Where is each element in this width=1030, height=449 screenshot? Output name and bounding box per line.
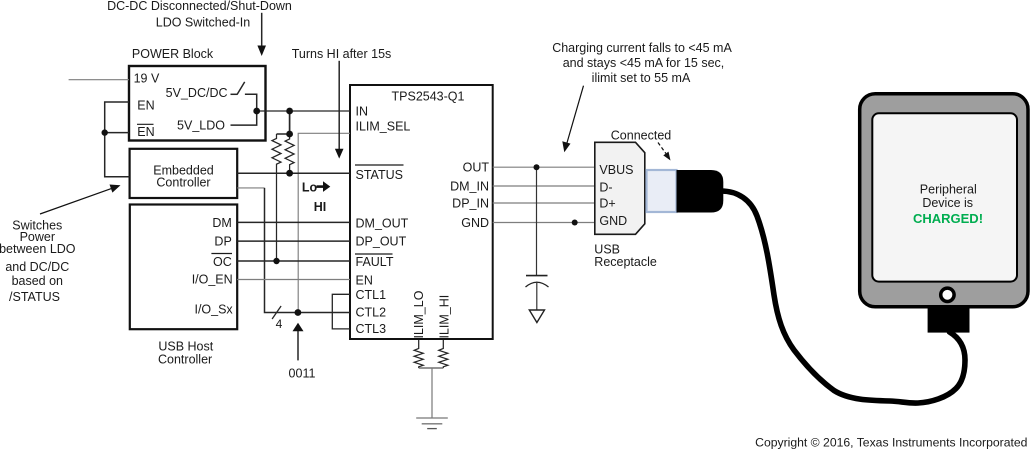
svg-text:DM: DM	[212, 216, 231, 230]
svg-text:TPS2543-Q1: TPS2543-Q1	[392, 90, 465, 104]
svg-text:CTL2: CTL2	[356, 306, 387, 320]
svg-text:I/O_EN: I/O_EN	[192, 273, 233, 287]
svg-text:and stays <45 mA for 15 sec,: and stays <45 mA for 15 sec,	[563, 56, 725, 70]
svg-text:CTL3: CTL3	[356, 322, 387, 336]
svg-text:Lo: Lo	[302, 180, 318, 194]
svg-text:FAULT: FAULT	[356, 255, 394, 269]
svg-text:Switches: Switches	[12, 219, 62, 233]
svg-text:HI: HI	[314, 200, 327, 214]
svg-text:D+: D+	[599, 196, 615, 210]
svg-text:Connected: Connected	[611, 129, 672, 143]
svg-text:based on: based on	[12, 274, 63, 288]
svg-text:OUT: OUT	[463, 161, 490, 175]
svg-text:5V_LDO: 5V_LDO	[177, 119, 225, 133]
svg-text:ILIM_SEL: ILIM_SEL	[356, 120, 411, 134]
svg-text:USB: USB	[594, 243, 620, 257]
svg-text:ilimit set to 55 mA: ilimit set to 55 mA	[592, 71, 691, 85]
svg-text:5V_DC/DC: 5V_DC/DC	[166, 86, 228, 100]
svg-text:Controller: Controller	[156, 176, 210, 190]
svg-text:Receptacle: Receptacle	[594, 255, 657, 269]
svg-text:between LDO: between LDO	[0, 242, 76, 256]
svg-text:Controller: Controller	[158, 352, 212, 366]
svg-text:USB Host: USB Host	[158, 339, 213, 353]
svg-text:ILIM_LO: ILIM_LO	[412, 290, 426, 338]
svg-text:CTL1: CTL1	[356, 288, 387, 302]
svg-text:GND: GND	[461, 216, 489, 230]
svg-text:Embedded: Embedded	[153, 164, 214, 178]
svg-text:4: 4	[276, 317, 283, 331]
svg-text:DP_IN: DP_IN	[452, 197, 489, 211]
svg-text:Power: Power	[20, 230, 55, 244]
svg-text:DP_OUT: DP_OUT	[356, 235, 407, 249]
svg-text:DM_OUT: DM_OUT	[356, 217, 409, 231]
svg-text:Charging current falls to <45: Charging current falls to <45 mA	[552, 41, 732, 55]
svg-text:D-: D-	[599, 180, 612, 194]
svg-text:CHARGED!: CHARGED!	[913, 211, 983, 226]
svg-text:Peripheral: Peripheral	[920, 182, 977, 196]
svg-text:EN: EN	[137, 99, 154, 113]
svg-text:EN: EN	[137, 125, 154, 139]
svg-text:and DC/DC: and DC/DC	[5, 260, 69, 274]
svg-text:IN: IN	[356, 105, 369, 119]
svg-text:LDO Switched-In: LDO Switched-In	[156, 16, 251, 30]
svg-text:0011: 0011	[289, 367, 316, 381]
svg-text:Copyright © 2016, Texas Instru: Copyright © 2016, Texas Instruments Inco…	[755, 435, 1027, 449]
svg-text:Turns HI after 15s: Turns HI after 15s	[292, 47, 392, 61]
svg-text:EN: EN	[356, 274, 373, 288]
svg-text:STATUS: STATUS	[356, 168, 403, 182]
svg-text:OC: OC	[213, 255, 232, 269]
svg-text:I/O_Sx: I/O_Sx	[194, 303, 233, 317]
svg-text:Device is: Device is	[922, 196, 973, 210]
svg-text:POWER Block: POWER Block	[132, 47, 214, 61]
svg-text:19 V: 19 V	[134, 72, 160, 86]
svg-text:/STATUS: /STATUS	[9, 290, 60, 304]
svg-text:ILIM_HI: ILIM_HI	[437, 295, 451, 339]
svg-text:DP: DP	[214, 235, 231, 249]
svg-text:DC-DC Disconnected/Shut-Down: DC-DC Disconnected/Shut-Down	[107, 0, 292, 13]
svg-text:DM_IN: DM_IN	[450, 180, 489, 194]
svg-text:VBUS: VBUS	[599, 163, 633, 177]
svg-text:GND: GND	[599, 214, 627, 228]
